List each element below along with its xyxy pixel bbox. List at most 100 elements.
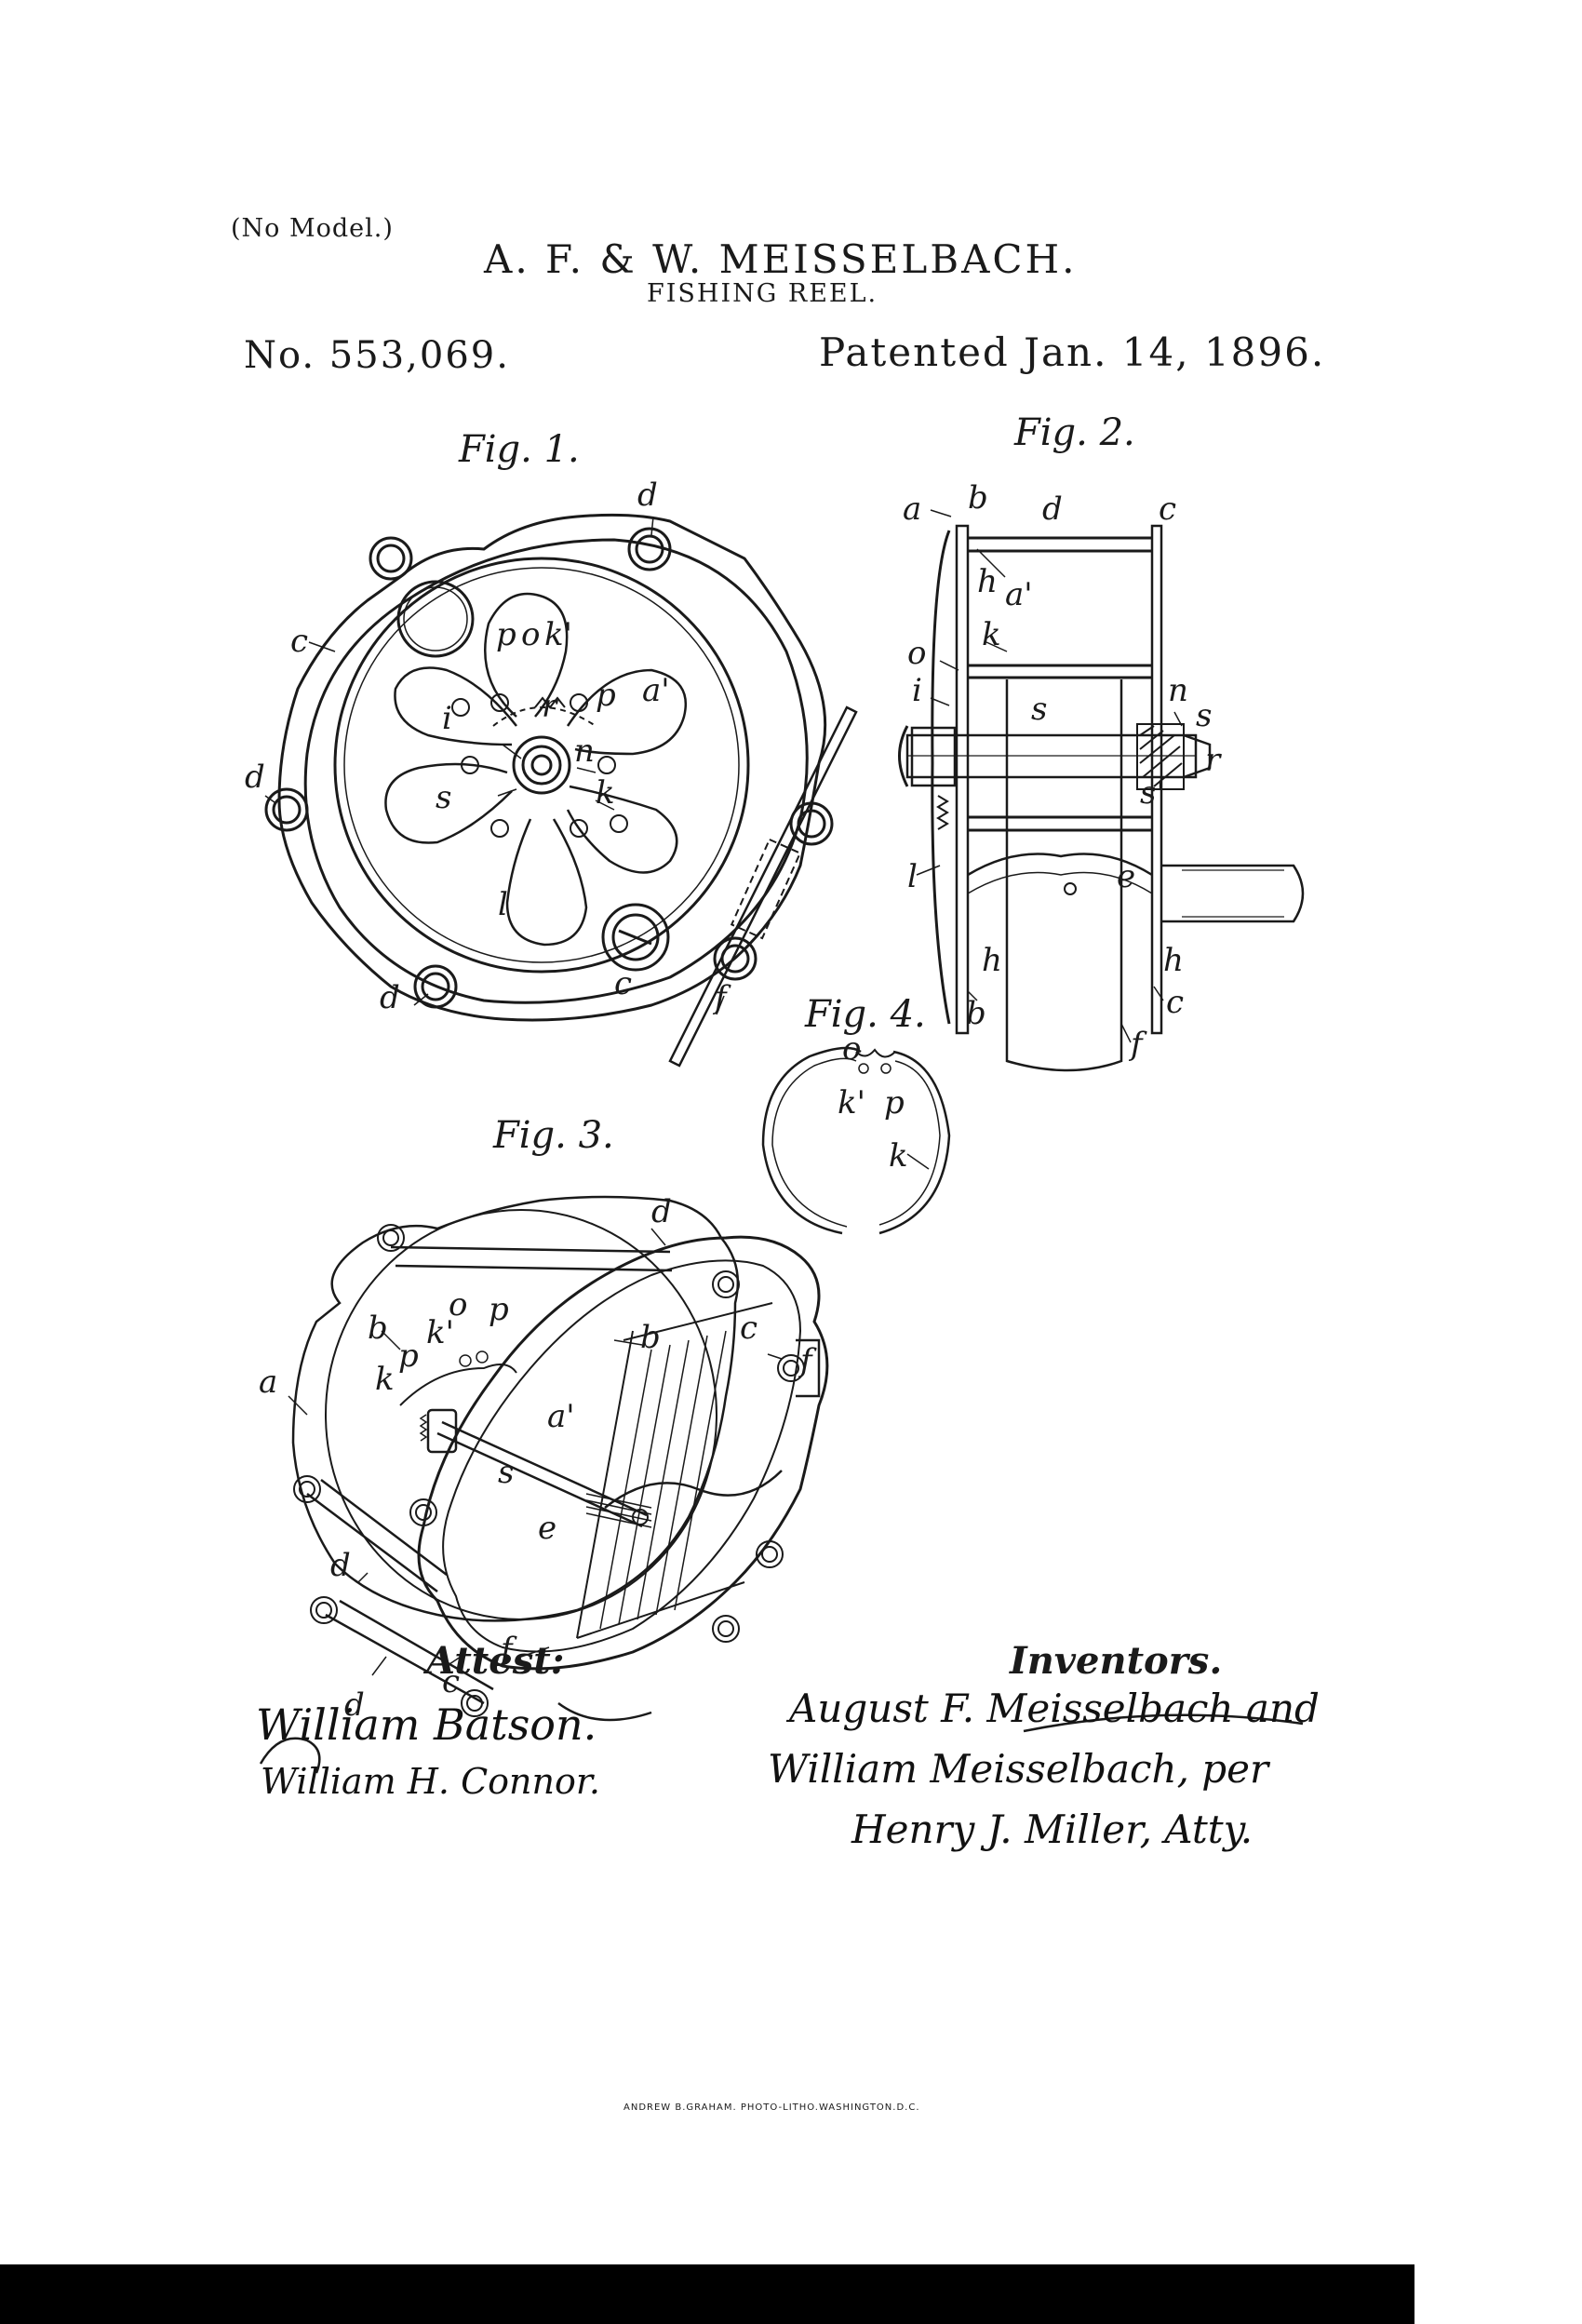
fig2-ref-h-bottom-right: h xyxy=(1163,942,1184,979)
fig4-label: Fig. 4. xyxy=(805,993,926,1036)
fig1-lug-hole xyxy=(635,534,664,564)
fig3-ref-p-top: p xyxy=(489,1291,509,1328)
fig1-ref-d-left: d xyxy=(245,759,265,796)
fig1-ref-k-prime: k' xyxy=(544,616,572,653)
fig1-ref-c-bottom: c xyxy=(614,965,633,1002)
fig1-ref-l: l xyxy=(498,886,508,923)
fig2-ref-f: f xyxy=(1131,1026,1143,1063)
patent-number: No. 553,069. xyxy=(244,334,510,377)
fig1-side-plate xyxy=(333,557,750,974)
fig2-right-bearing xyxy=(1136,723,1185,790)
scan-border xyxy=(0,2264,1414,2324)
fig3-ref-c-bottom: c xyxy=(442,1663,461,1700)
fig2-ref-l: l xyxy=(907,858,918,895)
fig3-ref-c-right: c xyxy=(740,1310,758,1347)
fig2-ref-a: a xyxy=(903,490,922,528)
printer-imprint: ANDREW B.GRAHAM. PHOTO-LITHO.WASHINGTON.… xyxy=(623,2102,920,2113)
witness-signature-2: William H. Connor. xyxy=(261,1761,600,1802)
fig4-ref-o: o xyxy=(842,1030,862,1068)
inventor-names: A. F. & W. MEISSELBACH. xyxy=(484,236,1078,282)
fig1-petal xyxy=(384,762,513,844)
fig2-ref-k: k xyxy=(982,616,1001,653)
fig1-petal xyxy=(505,818,588,947)
fig1-lug-hole xyxy=(376,544,406,573)
inventor-signature-1: August F. Meisselbach and xyxy=(789,1686,1320,1731)
fig3-ref-a-prime: a' xyxy=(547,1398,575,1435)
inventors-heading: Inventors. xyxy=(1010,1639,1223,1683)
fig3-front-frame xyxy=(417,1235,829,1671)
fig3-ref-o: o xyxy=(449,1286,468,1323)
fig1-lug-hole xyxy=(797,809,826,839)
fig3-ref-d-bottom: d xyxy=(344,1686,365,1724)
fig1-screw xyxy=(601,903,670,972)
fig3-ref-e: e xyxy=(538,1510,557,1547)
fig1-click-spring xyxy=(492,706,597,727)
fig2-ref-s-right: s xyxy=(1196,697,1213,734)
fig1-petal xyxy=(566,785,678,874)
fig2-ref-b-top: b xyxy=(968,479,988,517)
fig1-lug-hole xyxy=(272,795,302,825)
fig2-ref-b-bottom: b xyxy=(966,995,986,1032)
fig3-ref-f-bottom: f xyxy=(501,1631,513,1668)
fig1-ref-d-bottom: d xyxy=(380,979,400,1016)
fig2-ref-n: n xyxy=(1168,672,1188,709)
fig2-label: Fig. 2. xyxy=(1014,411,1135,454)
fig2-ref-i: i xyxy=(912,672,922,709)
fig3-pillars xyxy=(306,1245,673,1705)
fig1-ref-p-right: p xyxy=(596,677,616,714)
fig1-label: Fig. 1. xyxy=(459,428,580,471)
fig3-label: Fig. 3. xyxy=(493,1114,614,1157)
fig2-ref-d: d xyxy=(1042,490,1063,528)
signature-strokes xyxy=(259,1713,1304,1774)
fig2-ref-c-top: c xyxy=(1159,490,1177,528)
fig1-ref-c-left: c xyxy=(290,623,309,660)
fig1-lug-hole xyxy=(421,972,450,1001)
fig1-ref-o: o xyxy=(521,616,541,653)
fig1-hub xyxy=(512,735,571,795)
fig3-ref-d-top: d xyxy=(651,1193,672,1230)
fig1-ref-r: r xyxy=(542,688,557,725)
fig1-ref-d-top: d xyxy=(637,477,658,514)
fig1-outer-frame xyxy=(277,513,827,1022)
fig1-ref-f: f xyxy=(715,979,727,1016)
fig3-ref-s: s xyxy=(498,1454,515,1491)
fig3-ref-b-right: b xyxy=(640,1319,661,1356)
fig2-ref-o: o xyxy=(907,635,927,672)
fig2-left-plate xyxy=(931,530,951,1025)
fig2-ref-e: e xyxy=(1117,858,1136,895)
fig1-ref-n: n xyxy=(574,732,595,770)
fig3-ref-d-mid: d xyxy=(330,1547,351,1584)
patent-date: Patented Jan. 14, 1896. xyxy=(819,329,1326,375)
fig3-spool xyxy=(576,1302,773,1639)
fig4-drawing xyxy=(761,1046,951,1235)
fig2-ref-a-prime: a' xyxy=(1005,576,1033,613)
fig2-drawing xyxy=(898,509,1305,1072)
fig4-ref-p: p xyxy=(884,1084,905,1122)
fig2-ref-h-bottom-left: h xyxy=(982,942,1002,979)
fig2-drum xyxy=(1005,679,1123,1072)
fig1-ref-a-prime: a' xyxy=(642,672,670,709)
fig2-ref-s-prime: s' xyxy=(1140,774,1165,812)
fig3-ref-k-prime: k' xyxy=(426,1314,454,1351)
attest-heading: Attest: xyxy=(426,1639,565,1683)
fig2-ref-r: r xyxy=(1205,742,1221,779)
fig3-handle xyxy=(796,1338,821,1398)
fig1-ref-s: s xyxy=(436,779,452,816)
fig3-drawing xyxy=(288,1195,829,1722)
attorney-signature: Henry J. Miller, Atty. xyxy=(851,1807,1254,1852)
fig2-ref-c-bottom: c xyxy=(1166,984,1185,1021)
fig1-drawing xyxy=(264,513,858,1068)
fig2-ref-h-top: h xyxy=(977,563,998,600)
fig1-line-guide xyxy=(668,705,858,1068)
fig3-ref-f-right: f xyxy=(800,1342,812,1379)
fig3-ref-p-left: p xyxy=(398,1337,419,1375)
fig1-handle-knob xyxy=(396,580,475,658)
fig2-handle xyxy=(1161,864,1305,923)
fig3-ref-k: k xyxy=(375,1361,395,1398)
fig1-ref-p-top: p xyxy=(496,616,516,653)
fig1-petal xyxy=(394,666,517,746)
fig1-petal xyxy=(484,592,569,718)
fig4-ref-k-prime: k' xyxy=(838,1084,865,1122)
fig1-ref-i: i xyxy=(442,700,452,737)
witness-signature-1: William Batson. xyxy=(256,1699,597,1750)
